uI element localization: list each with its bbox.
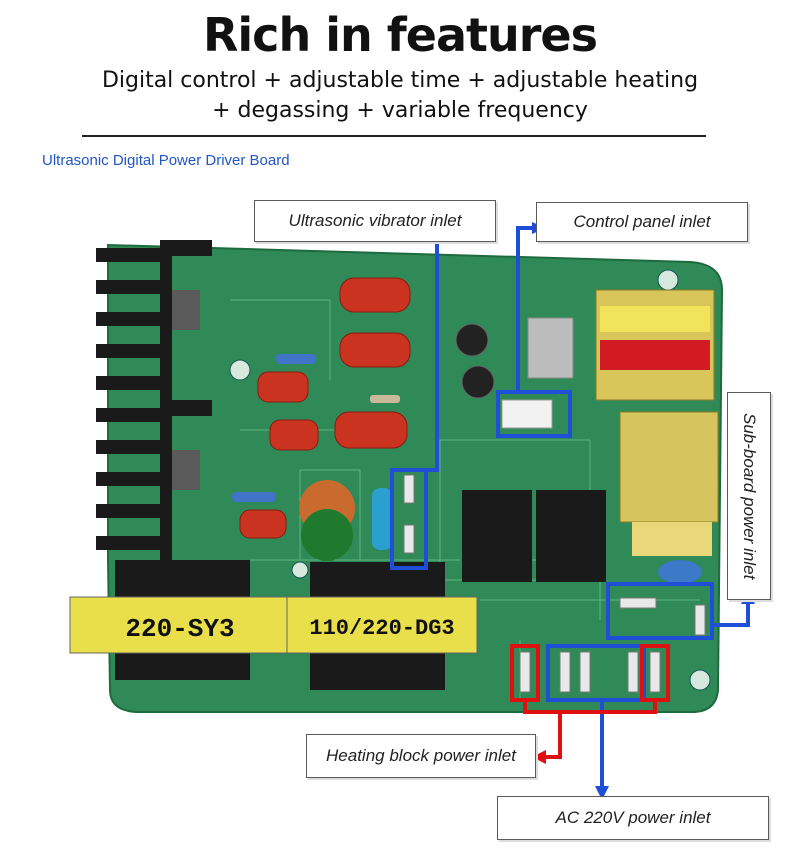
transformer-left <box>69 560 291 680</box>
fuse-holder <box>632 522 712 556</box>
heatsink <box>96 240 212 560</box>
mount-hole <box>291 561 309 579</box>
film-capacitors <box>239 277 411 539</box>
control-panel-connector <box>501 399 553 429</box>
callout-ac-power: AC 220V power inlet <box>497 796 769 840</box>
board-label: Ultrasonic Digital Power Driver Board <box>42 152 290 169</box>
callout-sub-board: Sub-board power inlet <box>727 392 771 600</box>
relay <box>536 490 606 582</box>
blue-markers <box>390 226 750 788</box>
red-markers <box>510 644 670 759</box>
spade-terminals <box>403 474 706 693</box>
transistor <box>172 450 200 490</box>
relay <box>462 490 532 582</box>
blue-disc-capacitor <box>658 560 702 584</box>
mount-hole <box>657 269 679 291</box>
voltage-regulator <box>527 317 574 379</box>
header-divider <box>82 135 706 137</box>
blue-capacitor <box>372 488 392 550</box>
aux-transformer <box>619 411 719 523</box>
callout-heating: Heating block power inlet <box>306 734 536 778</box>
electrolytic-capacitor <box>461 365 495 399</box>
callout-vibrator: Ultrasonic vibrator inlet <box>254 200 496 242</box>
mount-hole <box>689 669 711 691</box>
callout-control-panel: Control panel inlet <box>536 202 748 242</box>
electrolytic-capacitor <box>455 323 489 357</box>
mount-hole <box>229 359 251 381</box>
resistors <box>232 354 400 502</box>
subtitle-line-2: + degassing + variable frequency <box>212 98 588 123</box>
subtitle-line-1: Digital control + adjustable time + adju… <box>101 68 699 93</box>
transistor <box>172 290 200 330</box>
page-title: Rich in features <box>202 8 598 62</box>
transformer-right <box>286 562 478 690</box>
transformer-right-label: 110/220-DG3 <box>309 616 454 641</box>
transformer-left-label: 220-SY3 <box>125 614 234 644</box>
